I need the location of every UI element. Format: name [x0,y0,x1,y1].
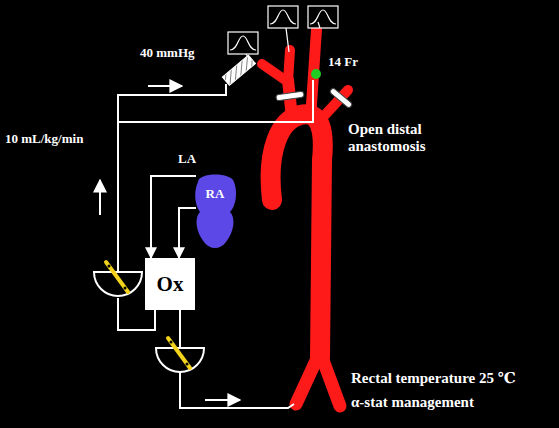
annotation-label: 14 Fr [328,55,358,70]
node-text: Ox [157,272,184,297]
chamber-label-outside: LA [178,151,196,167]
heart-shape: LARA [192,172,238,250]
annotation-label: 40 mmHg [140,46,195,61]
chamber-label: RA [192,186,238,202]
catheter-tip [311,69,321,79]
annotation-label: α-stat management [351,394,474,411]
annotation-label: Open distal anastomosis [348,121,483,156]
drainage-line [151,176,196,258]
pressure-monitor [228,6,338,60]
heart-outline [192,172,238,250]
arterial-cannula [222,55,255,85]
annotation-label: 10 mL/kg/min [5,132,83,147]
oxygenator-box: Ox [145,258,195,310]
aorta [262,22,348,406]
annotation-label: Rectal temperature 25 ℃ [351,370,516,387]
drainage-line [179,208,196,258]
vessel-clamp [276,87,353,108]
circuit-tubing [118,80,313,408]
flow-arrow [100,86,240,400]
